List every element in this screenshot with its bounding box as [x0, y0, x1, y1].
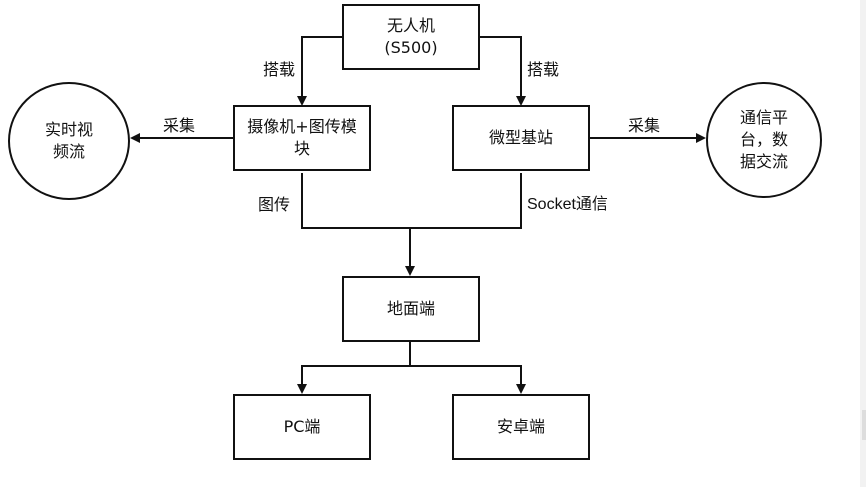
node-micro-base-station-label: 微型基站 [488, 128, 553, 147]
node-comm-platform: 通信平 台，数 据交流 [706, 82, 822, 198]
node-comm-platform-line2: 台，数 [739, 130, 788, 149]
node-pc-client-label: PC端 [283, 417, 321, 436]
node-android-client-label: 安卓端 [496, 417, 545, 436]
edge-camera-to-ground [301, 173, 410, 229]
edge-drone-to-station [480, 36, 526, 106]
edge-drone-to-camera [297, 36, 342, 106]
edge-ground-to-pc [297, 365, 410, 394]
edge-label-socket: Socket通信 [527, 196, 608, 213]
node-ground-station: 地面端 [342, 276, 480, 342]
node-drone-model: (S500) [384, 38, 438, 57]
node-android-client: 安卓端 [452, 394, 590, 460]
node-comm-platform-line3: 据交流 [739, 152, 788, 171]
edge-station-to-ground [410, 173, 522, 229]
node-ground-station-label: 地面端 [386, 299, 435, 318]
node-camera-module-line2: 块 [293, 139, 310, 158]
edge-label-transmit: 图传 [258, 195, 291, 214]
edge-ground-to-android [410, 365, 526, 394]
right-edge-mark [862, 410, 866, 440]
node-drone: 无人机 (S500) [342, 4, 480, 70]
node-camera-module: 摄像机+图传模 块 [233, 105, 371, 171]
node-comm-platform-line1: 通信平 [739, 108, 788, 127]
node-drone-name: 无人机 [386, 16, 435, 35]
node-video-stream: 实时视 频流 [8, 82, 130, 200]
node-video-stream-line1: 实时视 [44, 120, 93, 139]
node-pc-client: PC端 [233, 394, 371, 460]
edge-label-collect-left: 采集 [163, 116, 196, 135]
edge-label-mount-right: 搭载 [527, 60, 560, 79]
node-camera-module-line1: 摄像机+图传模 [247, 117, 357, 136]
node-video-stream-line2: 频流 [52, 142, 85, 161]
node-micro-base-station: 微型基站 [452, 105, 590, 171]
right-edge-strip [860, 0, 866, 487]
edge-label-mount-left: 搭载 [263, 60, 296, 79]
edge-label-collect-right: 采集 [628, 116, 661, 135]
